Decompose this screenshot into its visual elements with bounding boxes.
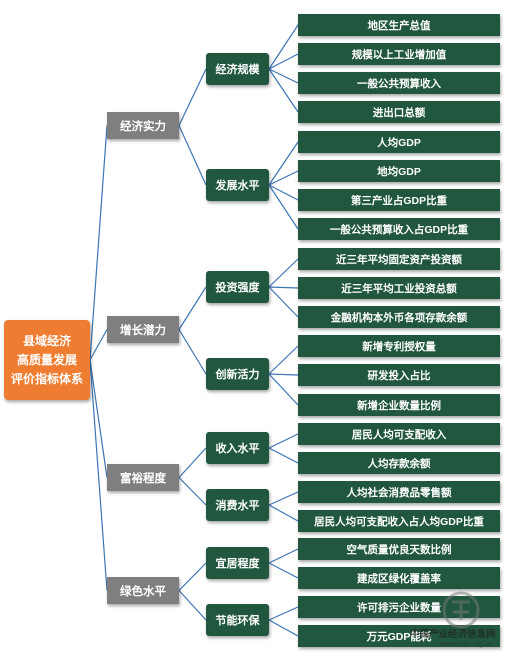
indicator-node: 地均GDP <box>298 160 500 182</box>
connector-line <box>268 68 299 84</box>
connector-line <box>268 606 299 621</box>
subcategory-node: 节能环保 <box>206 604 269 636</box>
category-node: 经济实力 <box>107 112 179 139</box>
subcategory-node: 宜居程度 <box>206 547 269 579</box>
connector-line <box>268 504 299 522</box>
connector-line <box>178 68 207 126</box>
connector-line <box>178 590 207 621</box>
connector-line <box>178 477 207 506</box>
indicator-node: 地区生产总值 <box>298 14 500 36</box>
connector-line <box>268 24 299 70</box>
connector-line <box>268 373 299 376</box>
indicator-node: 近三年平均工业投资总额 <box>298 277 500 299</box>
connector-line <box>178 447 207 478</box>
connector-line <box>178 329 207 375</box>
subcategory-node: 创新活力 <box>206 358 269 390</box>
connector-line <box>268 433 299 449</box>
connector-line <box>178 125 207 186</box>
watermark-text: 中国产业经济信息网 <box>410 629 496 640</box>
category-node: 富裕程度 <box>107 464 179 491</box>
connector-line <box>268 447 299 464</box>
connector-line <box>268 170 299 186</box>
connector-line <box>268 53 299 70</box>
subcategory-node: 发展水平 <box>206 169 269 201</box>
connector-line <box>268 286 299 318</box>
subcategory-node: 投资强度 <box>206 271 269 303</box>
indicator-node: 研发投入占比 <box>298 364 500 386</box>
indicator-node: 规模以上工业增加值 <box>298 43 500 65</box>
indicator-node: 近三年平均固定资产投资额 <box>298 248 500 270</box>
connector-line <box>268 345 299 375</box>
connector-line <box>178 562 207 591</box>
indicator-node: 空气质量优良天数比例 <box>298 538 500 560</box>
indicator-node: 建成区绿化覆盖率 <box>298 567 500 589</box>
indicator-node: 新增专利授权量 <box>298 335 500 357</box>
indicator-node: 一般公共预算收入占GDP比重 <box>298 218 500 240</box>
indicator-node: 居民人均可支配收入 <box>298 423 500 445</box>
connector-line <box>268 373 299 406</box>
connector-line <box>268 619 299 637</box>
connector-line <box>178 286 207 330</box>
root-node: 县域经济 高质量发展 评价指标体系 <box>4 320 90 400</box>
subcategory-node: 收入水平 <box>206 432 269 464</box>
connector-line <box>268 491 299 506</box>
indicator-node: 居民人均可支配收入占人均GDP比重 <box>298 510 500 532</box>
connector-line <box>268 548 299 564</box>
connector-line <box>268 184 299 230</box>
indicator-node: 人均存款余额 <box>298 452 500 474</box>
connector-line <box>268 141 299 186</box>
category-node: 增长潜力 <box>107 316 179 343</box>
indicator-node: 金融机构本外币各项存款余额 <box>298 306 500 328</box>
subcategory-node: 消费水平 <box>206 489 269 521</box>
connector-line <box>268 286 299 289</box>
indicator-node: 人均GDP <box>298 131 500 153</box>
root-line: 评价指标体系 <box>10 371 83 386</box>
subcategory-node: 经济规模 <box>206 53 269 85</box>
connector-line <box>268 258 299 288</box>
indicator-node: 万元GDP能耗 <box>298 625 500 647</box>
root-line: 县域经济 <box>22 333 71 348</box>
indicator-node: 进出口总额 <box>298 101 500 123</box>
watermark-url: www.cinic.org.cn <box>440 641 493 648</box>
connector-line <box>89 359 108 478</box>
connector-line <box>268 562 299 579</box>
indicator-node: 第三产业占GDP比重 <box>298 189 500 211</box>
connector-line <box>89 359 108 591</box>
connector-line <box>89 125 108 361</box>
root-line: 高质量发展 <box>16 352 77 367</box>
indicator-node: 许可排污企业数量 <box>298 596 500 618</box>
indicator-node: 人均社会消费品零售额 <box>298 481 500 503</box>
connector-line <box>268 184 299 201</box>
indicator-node: 新增企业数量比例 <box>298 394 500 416</box>
category-node: 绿色水平 <box>107 577 179 604</box>
indicator-node: 一般公共预算收入 <box>298 72 500 94</box>
connector-line <box>89 329 108 361</box>
connector-line <box>268 68 299 113</box>
